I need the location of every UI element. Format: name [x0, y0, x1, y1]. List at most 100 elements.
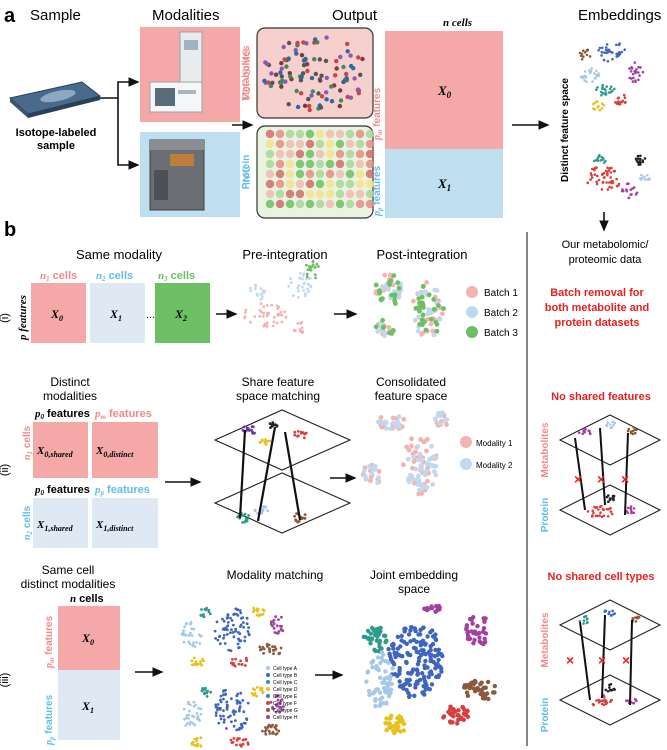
scatter-point [293, 329, 297, 332]
scatter-point [244, 664, 247, 667]
scatter-point [626, 506, 630, 510]
protein-cell-dot [355, 169, 365, 179]
scatter-point [368, 641, 373, 646]
scatter-point [265, 728, 268, 732]
cell-type-swatch [266, 666, 270, 670]
scatter-point [607, 91, 611, 94]
scatter-point [608, 185, 611, 189]
scatter-point [598, 46, 602, 50]
scatter-point [598, 514, 601, 517]
scatter-point [433, 455, 439, 461]
scatter-point [274, 694, 278, 698]
molecule-dot [281, 44, 286, 50]
row-i-n1-cells: n1 cells [40, 270, 77, 283]
scatter-point [227, 648, 231, 652]
scatter-point [202, 659, 205, 663]
scatter-point [407, 682, 412, 688]
molecule-dot [298, 91, 304, 96]
molecule-dot [282, 57, 287, 62]
scatter-point [245, 426, 249, 430]
scatter-point [601, 172, 604, 176]
scatter-point [238, 737, 241, 740]
scatter-point [242, 710, 246, 714]
scatter-point [423, 327, 429, 333]
scatter-point [464, 690, 470, 695]
scatter-point [623, 96, 627, 99]
scatter-point [232, 737, 236, 740]
scatter-point [201, 688, 205, 692]
scatter-point [370, 691, 376, 696]
scatter-point [261, 508, 265, 511]
scatter-point [633, 428, 636, 432]
scatter-point [382, 272, 388, 278]
matrix-x1 [385, 149, 503, 218]
scatter-point [481, 685, 486, 690]
scatter-point [267, 729, 271, 733]
row-i-x0-matrix [31, 283, 86, 343]
scatter-point [236, 515, 240, 519]
cell-type-label: Cell type E [273, 694, 298, 700]
scatter-point [196, 714, 200, 718]
molecule-dot [307, 103, 312, 109]
scatter-point [629, 507, 632, 510]
scatter-point [421, 305, 426, 310]
protein-cell-dot [345, 129, 355, 139]
protein-cell-dot [275, 189, 285, 199]
scatter-point [595, 699, 598, 702]
scatter-point [609, 171, 613, 174]
modality-matching-title: Modality matching [227, 568, 324, 582]
scatter-point [280, 320, 284, 324]
molecule-dot [286, 56, 291, 62]
protein-cell-dot [275, 149, 285, 159]
scatter-point [648, 177, 651, 180]
scatter-point [253, 431, 256, 435]
molecule-dot [334, 66, 339, 71]
scatter-point [195, 663, 199, 666]
scatter-point [246, 701, 250, 705]
scatter-point [192, 627, 196, 631]
metabolites-side-label: Metabolites [241, 45, 252, 100]
scatter-point [229, 631, 232, 635]
scatter-point [396, 285, 402, 291]
scatter-point [588, 55, 592, 58]
scatter-point [199, 707, 203, 711]
protein-cell-dot [265, 159, 275, 169]
protein-cell-dot [335, 159, 345, 169]
scatter-point [284, 315, 288, 319]
scatter-point [365, 670, 370, 675]
molecule-dot [324, 90, 329, 95]
scatter-point [639, 161, 642, 165]
protein-cell-dot [305, 189, 315, 199]
scatter-point [406, 632, 412, 637]
scatter-point [592, 703, 596, 707]
scatter-point [243, 635, 247, 639]
scatter-point [591, 509, 594, 512]
scatter-point [388, 691, 393, 696]
scatter-point [590, 67, 593, 70]
scatter-point [467, 616, 473, 622]
post-integration-title: Post-integration [376, 247, 467, 262]
scatter-point [606, 421, 609, 424]
panel-b-label: b [4, 219, 16, 241]
scatter-point [588, 431, 592, 435]
scatter-point [187, 717, 190, 720]
scatter-point [232, 713, 236, 716]
scatter-point [423, 472, 428, 478]
scatter-point [269, 700, 273, 704]
scatter-point [237, 662, 241, 666]
scatter-point [438, 664, 443, 669]
scatter-point [265, 304, 269, 307]
scatter-point [585, 80, 588, 83]
protein-cell-dot [355, 139, 365, 149]
scatter-point [475, 623, 480, 629]
protein-cell-dot [335, 169, 345, 179]
batch-removal-line2: both metabolite and [545, 302, 650, 314]
scatter-point [234, 719, 237, 722]
scatter-point [317, 265, 320, 268]
molecule-dot [348, 95, 354, 100]
protein-cell-dot [365, 179, 375, 189]
scatter-point [605, 43, 609, 46]
scatter-point [632, 426, 635, 429]
scatter-point [625, 699, 628, 703]
scatter-point [219, 714, 222, 718]
